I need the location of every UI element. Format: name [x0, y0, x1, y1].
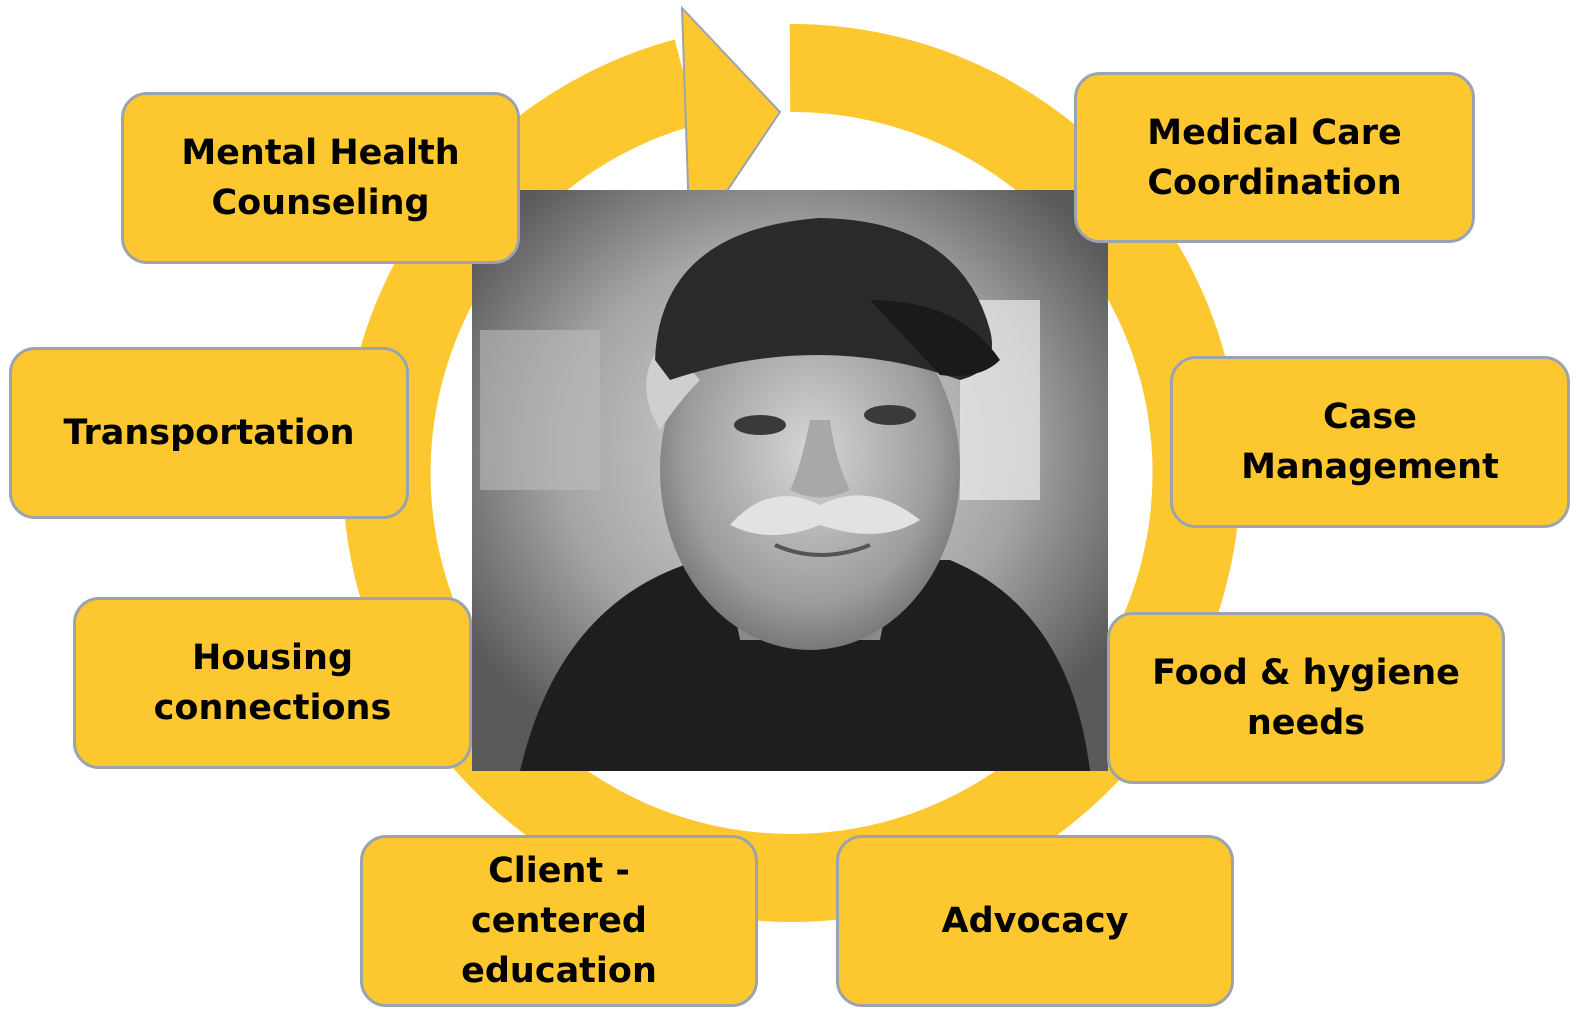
client-centered-education-label: Client - centered education — [461, 851, 657, 991]
case-management-box: Case Management — [1170, 356, 1570, 528]
advocacy-label: Advocacy — [941, 901, 1129, 941]
transportation-label: Transportation — [63, 413, 355, 453]
mental-health-counseling-box: Mental Health Counseling — [121, 92, 520, 264]
portrait-photo — [472, 190, 1108, 771]
advocacy-box: Advocacy — [836, 835, 1234, 1007]
transportation-box: Transportation — [9, 347, 409, 519]
housing-connections-box: Housing connections — [73, 597, 472, 769]
mental-health-counseling-label: Mental Health Counseling — [181, 133, 460, 223]
food-hygiene-needs-box: Food & hygiene needs — [1107, 612, 1505, 784]
case-management-label: Case Management — [1241, 397, 1499, 487]
housing-connections-label: Housing connections — [153, 638, 392, 728]
food-hygiene-needs-label: Food & hygiene needs — [1152, 653, 1460, 743]
medical-care-coordination-label: Medical Care Coordination — [1147, 112, 1402, 203]
client-centered-education-box: Client - centered education — [360, 835, 758, 1007]
medical-care-coordination-box: Medical Care Coordination — [1074, 72, 1475, 243]
